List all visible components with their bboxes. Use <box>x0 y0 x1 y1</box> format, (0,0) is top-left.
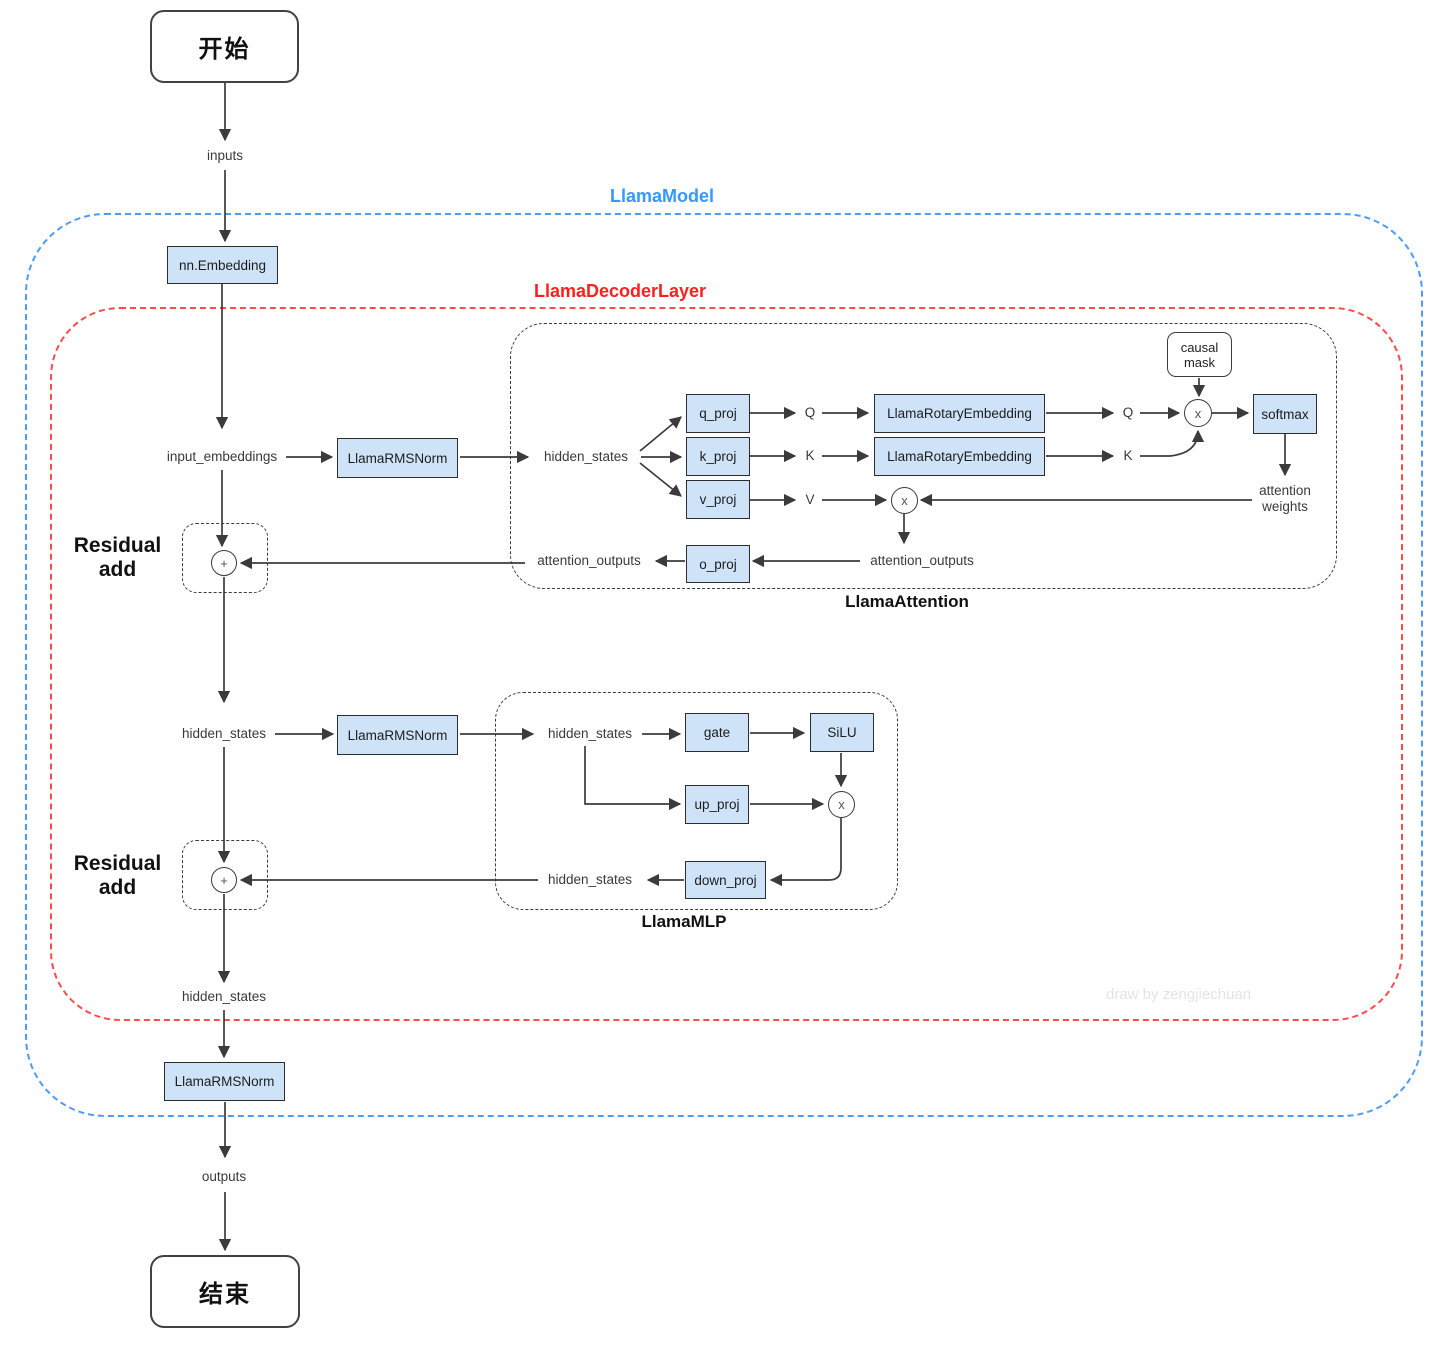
hidden-states-label-bottom: hidden_states <box>181 989 267 1004</box>
softmax-node: softmax <box>1253 394 1317 434</box>
attention-weights-line2: weights <box>1262 499 1308 514</box>
edge-multiply-mlp-to-downproj <box>769 818 842 887</box>
o-proj-node: o_proj <box>686 545 750 583</box>
residual-add-box-2 <box>182 840 268 910</box>
multiply-operator-v: x <box>891 487 918 514</box>
q-label-1: Q <box>804 405 816 420</box>
rmsnorm-node-1: LlamaRMSNorm <box>337 438 458 478</box>
llama-attention-label: LlamaAttention <box>845 592 969 611</box>
nn-embedding-node: nn.Embedding <box>167 246 278 284</box>
residual-add-1-line1: Residual <box>73 534 162 557</box>
residual-add-box-1 <box>182 523 268 593</box>
q-label-2: Q <box>1122 405 1134 420</box>
k-label-2: K <box>1123 448 1133 463</box>
llama-model-container <box>25 213 1423 1117</box>
k-label-1: K <box>805 448 815 463</box>
llama-mlp-label: LlamaMLP <box>641 912 727 931</box>
llama-attention-container <box>510 323 1337 589</box>
residual-add-2-line1: Residual <box>73 852 162 875</box>
up-proj-node: up_proj <box>685 785 749 824</box>
residual-add-note-1: Residual add <box>55 534 180 582</box>
attention-outputs-label-right: attention_outputs <box>870 553 974 568</box>
hidden-states-label-attn: hidden_states <box>543 449 629 464</box>
multiply-operator-mlp: x <box>828 791 855 818</box>
rotary-embedding-node-k: LlamaRotaryEmbedding <box>874 437 1045 476</box>
inputs-label: inputs <box>206 148 244 163</box>
causal-mask-line1: causal <box>1180 339 1219 355</box>
outputs-label: outputs <box>201 1169 247 1184</box>
v-label-1: V <box>805 492 815 507</box>
rotary-embedding-node-q: LlamaRotaryEmbedding <box>874 394 1045 433</box>
input-embeddings-label: input_embeddings <box>166 449 278 464</box>
add-operator-2: + <box>211 867 237 893</box>
llama-model-label: LlamaModel <box>609 186 715 206</box>
hidden-states-label-mid: hidden_states <box>181 726 267 741</box>
hidden-states-label-mlp-in: hidden_states <box>547 726 633 741</box>
q-proj-node: q_proj <box>686 394 750 433</box>
attention-outputs-label-left: attention_outputs <box>537 553 641 568</box>
multiply-operator-qk: x <box>1184 399 1212 427</box>
causal-mask-line2: mask <box>1183 354 1216 370</box>
rmsnorm-node-2: LlamaRMSNorm <box>337 715 458 755</box>
gate-node: gate <box>685 713 749 752</box>
llama-decoder-layer-container <box>50 307 1403 1021</box>
hidden-states-label-mlp-out: hidden_states <box>547 872 633 887</box>
down-proj-node: down_proj <box>685 861 766 899</box>
k-proj-node: k_proj <box>686 437 750 476</box>
edge-hidden-to-qproj <box>639 416 682 452</box>
v-proj-node: v_proj <box>686 480 750 519</box>
end-terminal: 结束 <box>150 1255 300 1328</box>
residual-add-note-2: Residual add <box>55 852 180 900</box>
edge-hidden-to-vproj <box>639 462 682 497</box>
edge-hidden-mlp-branch-to-upproj <box>584 746 682 811</box>
residual-add-1-line2: add <box>98 558 137 581</box>
watermark-text: draw by zengjiechuan <box>1106 986 1252 1003</box>
llama-mlp-container <box>495 692 898 910</box>
add-operator-1: + <box>211 550 237 576</box>
attention-weights-line1: attention <box>1259 483 1311 498</box>
start-terminal: 开始 <box>150 10 299 83</box>
residual-add-2-line2: add <box>98 876 137 899</box>
rmsnorm-node-3: LlamaRMSNorm <box>164 1062 285 1101</box>
edge-k2-to-multiply-qk <box>1140 429 1205 457</box>
silu-node: SiLU <box>810 713 874 752</box>
llama-decoder-layer-label: LlamaDecoderLayer <box>533 281 707 301</box>
attention-weights-label: attention weights <box>1235 483 1335 515</box>
causal-mask-node: causal mask <box>1167 332 1232 377</box>
